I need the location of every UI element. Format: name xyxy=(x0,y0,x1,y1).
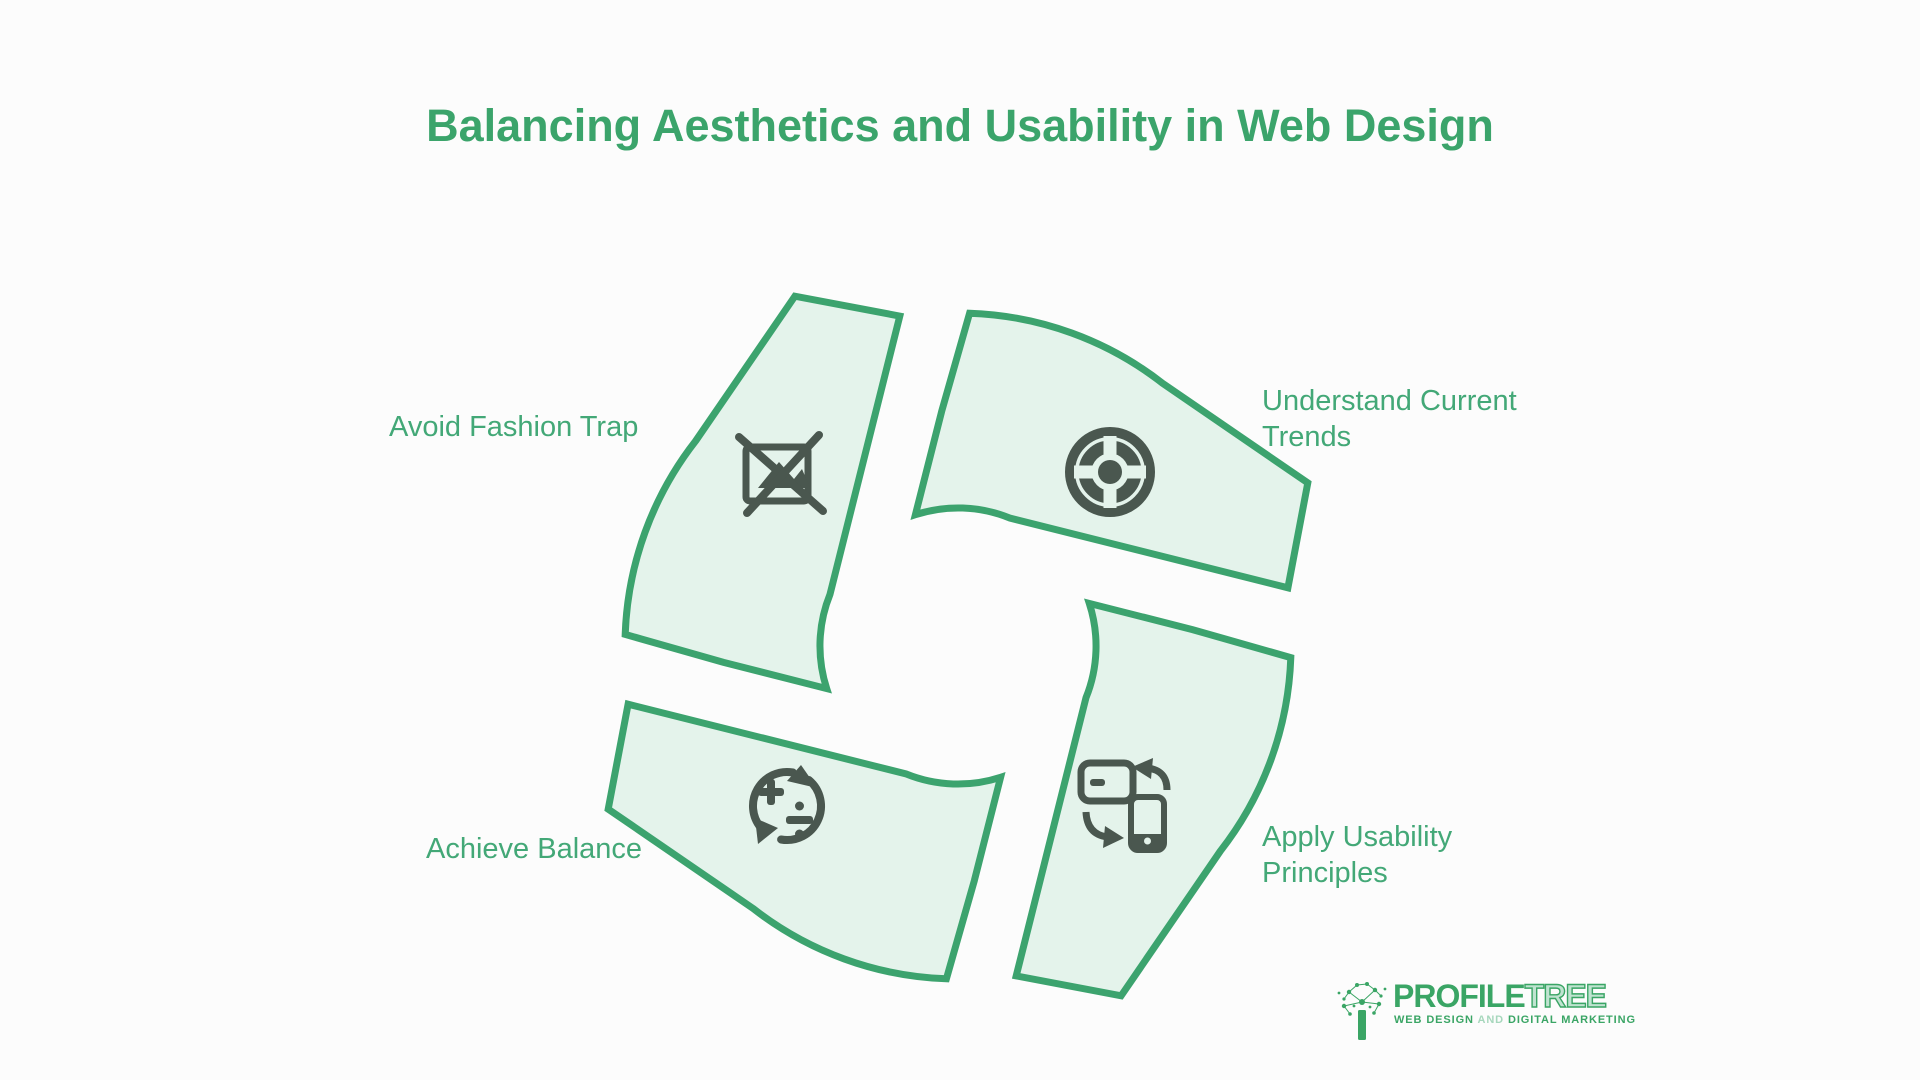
logo-word-tree: TREE xyxy=(1524,977,1608,1014)
step-label-apply-usability-principles: Apply Usability Principles xyxy=(1262,821,1453,889)
step-label-understand-current-trends: Understand Current Trends xyxy=(1262,385,1517,453)
no-image-icon xyxy=(735,431,827,517)
step-label-avoid-fashion-trap: Avoid Fashion Trap xyxy=(389,411,639,443)
tagline-digital-marketing: DIGITAL MARKETING xyxy=(1507,1014,1636,1026)
profiletree-tagline: WEB DESIGN AND DIGITAL MARKETING xyxy=(1394,1014,1636,1026)
step-label-achieve-balance: Achieve Balance xyxy=(426,833,643,865)
profiletree-wordmark: PROFILETREE xyxy=(1393,977,1608,1015)
cycle-arrows xyxy=(608,296,1308,996)
math-cycle-icon xyxy=(749,765,825,844)
devices-sync-icon xyxy=(1077,758,1171,853)
logo-word-profile: PROFILE xyxy=(1393,978,1526,1014)
tagline-web-design: WEB DESIGN xyxy=(1394,1014,1474,1026)
wheel-icon xyxy=(1065,427,1155,517)
profiletree-logo: PROFILETREE WEB DESIGN AND DIGITAL MARKE… xyxy=(1335,977,1636,1048)
cycle-diagram xyxy=(558,246,1358,1046)
page-title: Balancing Aesthetics and Usability in We… xyxy=(426,100,1494,151)
tagline-and: AND xyxy=(1477,1014,1505,1026)
profiletree-tree-icon xyxy=(1337,982,1387,1040)
